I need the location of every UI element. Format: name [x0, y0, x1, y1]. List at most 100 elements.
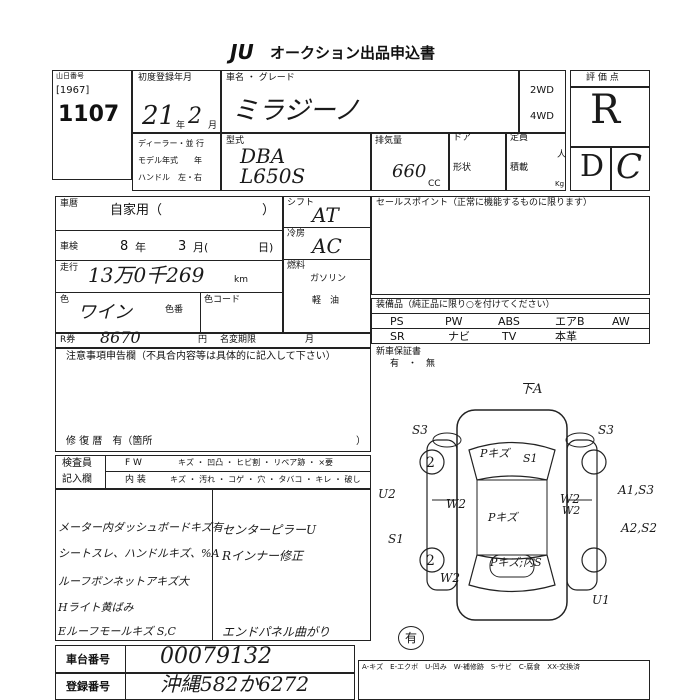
- diagram-label-a2s2: A2,S2: [621, 521, 657, 535]
- mileage-value: 13万0千269: [88, 263, 205, 287]
- divider: [283, 227, 371, 228]
- note-2: シートスレ、ハンドルキズ、%A: [58, 547, 220, 560]
- reg-label: 初度登録年月: [138, 73, 193, 83]
- mirror-right: [565, 432, 595, 448]
- equip-sr: SR: [390, 330, 405, 343]
- warranty-value: 有 ・ 無: [390, 359, 436, 369]
- legend-text: A-キズ E-エクボ U-凹み W-補修跡 S-サビ C-腐食 XX-交換済: [362, 663, 581, 671]
- divider: [570, 86, 650, 88]
- tire-depth-rear: 2: [426, 553, 435, 569]
- diagram-top-label: 下A: [520, 382, 543, 397]
- shift-box: [283, 196, 371, 333]
- divider: [518, 70, 520, 133]
- inspection-month: 3: [178, 239, 187, 254]
- equipment-box: [371, 298, 650, 344]
- tire-depth-front: 2: [426, 455, 435, 471]
- repair-label: 修 復 暦 有（箇所: [66, 436, 153, 447]
- tire-fr: [581, 449, 607, 475]
- cc-label: 排気量: [375, 136, 403, 146]
- lot-number: 1107: [58, 102, 120, 127]
- diagram-label-w2-rear: W2: [440, 571, 460, 585]
- diagram-label-w2-left: W2: [446, 497, 466, 511]
- dealer-line1: ディーラー・並 行: [138, 139, 204, 148]
- equip-tv: TV: [502, 330, 517, 343]
- inspector-fw: F W: [125, 458, 142, 468]
- equip-leather: 本革: [555, 330, 577, 343]
- rating-score: R: [590, 87, 621, 133]
- name-change-label: 名変期限: [220, 335, 257, 345]
- diagram-label-pkizu-roof: Pキズ: [488, 511, 518, 524]
- note-right-1: センターピラーU: [222, 523, 317, 537]
- name-change-month: 月: [305, 335, 315, 345]
- r-ticket-label: R券: [60, 335, 76, 345]
- divider: [610, 146, 612, 191]
- ju-logo: JU: [230, 40, 254, 64]
- plate-label: 登録番号: [66, 680, 110, 693]
- stamp-circle: 有: [398, 626, 425, 650]
- cc-value: 660: [392, 161, 427, 182]
- r-ticket-value: 8670: [100, 328, 141, 347]
- main-top-box: [132, 70, 566, 191]
- capacity-label: 定員: [510, 133, 529, 143]
- door-label: ドア: [453, 133, 472, 143]
- rating-label: 評 価 点: [586, 73, 619, 83]
- mirror-left: [432, 432, 462, 448]
- diagram-label-s1: S1: [388, 532, 404, 546]
- reg-month: 2: [188, 104, 202, 129]
- divider: [200, 292, 201, 333]
- notes-label: 注意事項申告欄（不具合内容等は具体的に記入して下さい）: [66, 351, 336, 362]
- ac-value: AC: [312, 234, 342, 258]
- drive-4wd: 4WD: [530, 111, 554, 122]
- inspection-year: 8: [120, 239, 129, 254]
- note-1: メーター内ダッシュボードキズ有: [58, 521, 223, 534]
- code-label: 山日番号: [56, 72, 84, 80]
- fuel-label: 燃料: [287, 261, 306, 271]
- divider: [125, 645, 126, 700]
- sales-label: セールスポイント（正常に機能するものに限ります）: [376, 198, 593, 208]
- diagram-label-pkizu-front: Pキズ: [480, 447, 510, 460]
- chassis-label: 車台番号: [66, 653, 110, 666]
- page-title: オークション出品申込書: [270, 44, 436, 62]
- shift-value: AT: [312, 203, 339, 227]
- equip-aw: AW: [612, 315, 630, 328]
- history-box: [55, 196, 283, 333]
- inspection-year-unit: 年: [135, 241, 146, 254]
- drive-2wd: 2WD: [530, 85, 554, 96]
- divider: [55, 260, 283, 261]
- tire-fl: [419, 449, 445, 475]
- car-name: ミラジーノ: [232, 96, 360, 126]
- diagram-label-u2: U2: [378, 487, 396, 501]
- model-label: 型式: [226, 136, 245, 146]
- car-label: 車名 ・ グレード: [226, 73, 295, 83]
- kg-unit: Kg: [555, 180, 565, 188]
- shape-label: 形状: [453, 163, 472, 173]
- rating-exterior: C: [616, 147, 643, 187]
- divider: [370, 132, 372, 191]
- chassis-box: [55, 645, 355, 673]
- notes-box: [55, 348, 371, 452]
- diagram-label-s3-left: S3: [412, 423, 428, 437]
- equip-airbag: エアB: [555, 315, 585, 328]
- code-number: [1967]: [56, 85, 90, 96]
- inspection-day-unit: 日): [258, 241, 274, 254]
- divider: [371, 313, 650, 314]
- divider: [105, 471, 371, 472]
- year-unit: 年: [176, 121, 186, 131]
- diagram-label-s1-front: S1: [523, 452, 538, 465]
- equipment-label: 装備品（純正品に限り○を付けてください）: [376, 300, 555, 310]
- reg-year: 21: [142, 101, 176, 131]
- shift-label: シフト: [287, 198, 315, 208]
- plate-value: 沖縄582か6272: [160, 672, 310, 696]
- divider: [220, 70, 222, 133]
- equip-navi: ナビ: [448, 330, 470, 343]
- rating-interior: D: [580, 149, 605, 184]
- cc-unit: CC: [428, 179, 441, 189]
- divider: [371, 328, 650, 329]
- mileage-label: 走行: [60, 263, 79, 273]
- diagram-label-w2-right: W2: [560, 492, 580, 506]
- equip-abs: ABS: [498, 315, 520, 328]
- lot-box: [52, 70, 132, 180]
- car-diagram: [419, 409, 607, 621]
- handwritten-box: [55, 489, 371, 641]
- divider: [55, 230, 283, 231]
